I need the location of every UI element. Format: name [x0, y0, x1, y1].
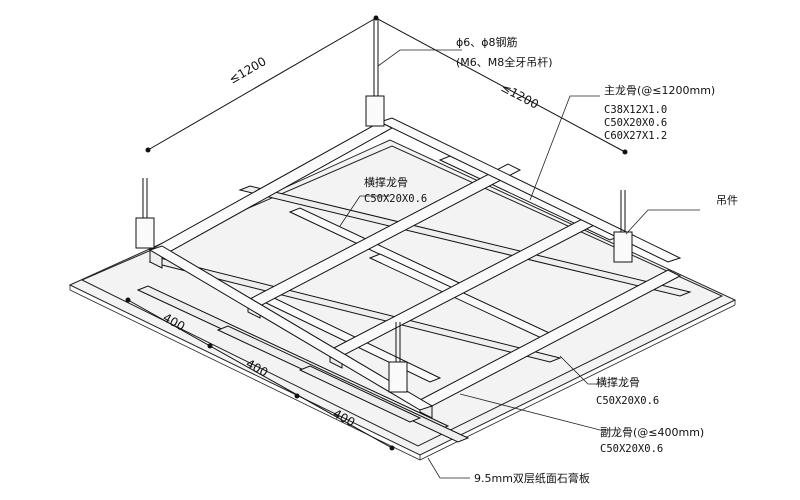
main-keel-spec-3: C60X27X1.2	[604, 130, 667, 142]
cross-keel-top-title: 横撑龙骨	[364, 175, 408, 189]
dim-dot	[125, 297, 131, 303]
main-keel-spec-2: C50X20X0.6	[604, 117, 667, 129]
dim-dot	[622, 149, 628, 155]
sub-keel-spec: C50X20X0.6	[600, 443, 663, 455]
main-keel-title: 主龙骨(@≤1200mm)	[604, 84, 715, 97]
dimension-lines	[125, 15, 628, 451]
cross-keel-right-title: 横撑龙骨	[596, 375, 640, 389]
dim-right-span	[375, 17, 626, 153]
leader-board	[427, 457, 470, 479]
leader-lines	[339, 49, 700, 479]
rail	[148, 245, 434, 411]
leader-cross-right	[559, 355, 600, 385]
sub-keel	[298, 365, 422, 423]
dim-dot	[207, 343, 213, 349]
hanger-label: 吊件	[716, 194, 738, 207]
hanger-rods	[135, 20, 633, 393]
board-edge	[69, 289, 421, 461]
rail	[378, 117, 682, 263]
dim-right-span-label: ≤1200	[499, 80, 541, 111]
leader-rebar	[377, 49, 462, 67]
sub-keels	[136, 185, 692, 443]
sub-keel	[238, 185, 692, 297]
rebar-label-line2: (M6、M8全牙吊杆)	[456, 55, 553, 69]
hanger-clip	[388, 361, 408, 393]
dim-dot	[294, 393, 300, 399]
leader-sub	[459, 393, 612, 431]
leader-cross-top	[339, 195, 390, 227]
gypsum-board-top	[80, 145, 724, 447]
main-keel-spec-1: C38X12X1.0	[604, 104, 667, 116]
rebar-label-line1: ϕ6、ϕ8钢筋	[456, 35, 518, 49]
hanger-clip	[365, 95, 385, 127]
board-edge	[419, 304, 736, 461]
cross-keel-top-spec: C50X20X0.6	[364, 193, 427, 205]
leader-hanger	[625, 209, 700, 235]
board-label: 9.5mm双层纸面石膏板	[474, 471, 590, 485]
leader-main	[529, 95, 600, 201]
dim-dot	[145, 147, 151, 153]
hanger-clip	[613, 231, 633, 263]
dim-left-span	[147, 17, 377, 151]
sub-keel-title: 副龙骨(@≤400mm)	[600, 426, 704, 439]
top-rails	[148, 117, 682, 411]
hanger-clip	[135, 217, 155, 249]
dim-left-span-label: ≤1200	[227, 54, 269, 86]
dim-sub-spacing	[127, 299, 393, 449]
dim-dot	[389, 445, 395, 451]
cross-keel-right-spec: C50X20X0.6	[596, 395, 659, 407]
